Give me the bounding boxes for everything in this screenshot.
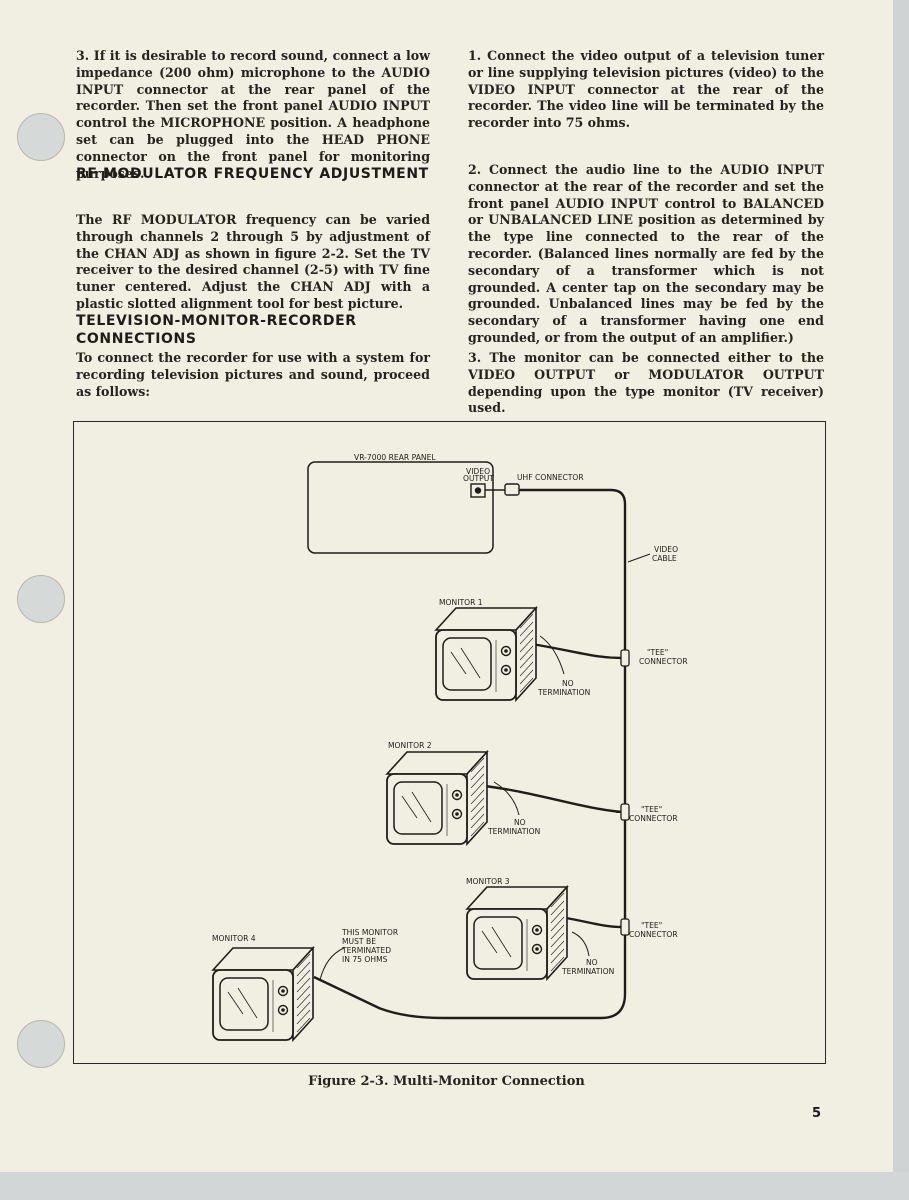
- connection-diagram: VR-7000 REAR PANEL VIDEO OUTPUT UHF CONN…: [212, 453, 688, 1041]
- heading-tv-monitor-recorder: TELEVISION-MONITOR-RECORDER CONNECTIONS: [76, 312, 436, 348]
- paragraph-rf-modulator: The RF MODULATOR frequency can be varied…: [76, 212, 430, 311]
- video-cable-label-1: VIDEO: [654, 545, 678, 554]
- cable-to-monitor-3: [565, 916, 623, 929]
- monitor-1-label: MONITOR 1: [439, 598, 483, 607]
- binder-hole-middle: [17, 575, 65, 623]
- no-termination-3-label-1: NO: [586, 958, 598, 967]
- tee-connector-3-icon: [615, 918, 630, 936]
- no-termination-2-label-1: NO: [514, 818, 526, 827]
- paragraph-step-3: 3. The monitor can be connected either t…: [468, 350, 824, 416]
- heading-tv-line-2: CONNECTIONS: [76, 331, 197, 347]
- no-termination-3-label-2: TERMINATION: [561, 967, 614, 976]
- tee-3-label-1: "TEE": [641, 921, 662, 930]
- paragraph-step-2: 2. Connect the audio line to the AUDIO I…: [468, 162, 824, 345]
- binder-hole-top: [17, 113, 65, 161]
- paragraph-connect-recorder: To connect the recorder for use with a s…: [76, 350, 430, 399]
- tee-1-label-2: CONNECTOR: [639, 657, 688, 666]
- terminated-note-4: IN 75 OHMS: [342, 955, 388, 964]
- tee-3-label-2: CONNECTOR: [629, 930, 678, 939]
- tee-1-label-1: "TEE": [647, 648, 668, 657]
- uhf-connector-label: UHF CONNECTOR: [517, 473, 584, 482]
- figure-multi-monitor: VR-7000 REAR PANEL VIDEO OUTPUT UHF CONN…: [73, 421, 826, 1064]
- video-cable-label-2: CABLE: [652, 554, 677, 563]
- no-termination-2-label-2: TERMINATION: [487, 827, 540, 836]
- cable-to-monitor-2: [484, 784, 623, 814]
- tee-2-label-1: "TEE": [641, 805, 662, 814]
- uhf-connector-icon: [504, 483, 520, 496]
- tee-2-label-2: CONNECTOR: [629, 814, 678, 823]
- monitor-3-icon: [466, 886, 568, 980]
- monitor-2-label: MONITOR 2: [388, 741, 432, 750]
- tee-connector-1-icon: [615, 649, 630, 667]
- rear-panel-outline: [307, 461, 494, 554]
- terminated-note-3: TERMINATED: [341, 946, 391, 955]
- no-termination-1-label-2: TERMINATION: [537, 688, 590, 697]
- monitor-3-label: MONITOR 3: [466, 877, 510, 886]
- cable-to-monitor-1: [531, 642, 623, 660]
- paragraph-sound-recording: 3. If it is desirable to record sound, c…: [76, 48, 430, 181]
- binder-hole-bottom: [17, 1020, 65, 1068]
- video-cable-trunk: [313, 488, 627, 1020]
- video-output-label-2: OUTPUT: [463, 474, 494, 483]
- monitor-4-icon: [212, 947, 314, 1041]
- monitor-1-icon: [435, 607, 537, 701]
- monitor-2-icon: [386, 751, 488, 845]
- terminated-note-2: MUST BE: [342, 937, 376, 946]
- rear-panel-title: VR-7000 REAR PANEL: [354, 453, 436, 462]
- heading-rf-modulator: RF MODULATOR FREQUENCY ADJUSTMENT: [76, 166, 429, 182]
- next-page-edge: [893, 0, 909, 1200]
- tee-connector-2-icon: [615, 803, 630, 821]
- page-number: 5: [812, 1106, 822, 1121]
- heading-tv-line-1: TELEVISION-MONITOR-RECORDER: [76, 313, 357, 329]
- monitor-4-label: MONITOR 4: [212, 934, 256, 943]
- figure-caption: Figure 2-3. Multi-Monitor Connection: [308, 1074, 585, 1089]
- terminated-note-1: THIS MONITOR: [341, 928, 399, 937]
- scanner-bottom-edge: [0, 1172, 909, 1200]
- video-output-label-1: VIDEO: [466, 467, 490, 476]
- paragraph-step-1: 1. Connect the video output of a televis…: [468, 48, 824, 131]
- no-termination-1-label-1: NO: [562, 679, 574, 688]
